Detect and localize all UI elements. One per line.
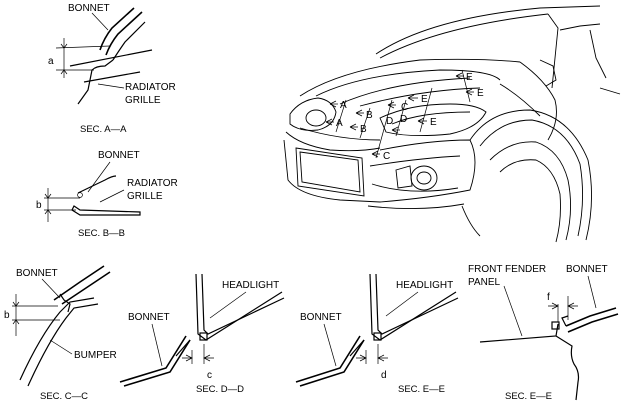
- bonnet-panel-ee: [295, 335, 361, 383]
- section-aa: BONNET a RADIATOR GRILLE SEC. A—A: [48, 3, 176, 135]
- radiator-grille-bb: [71, 205, 141, 216]
- headlight-leader-ee: [385, 291, 419, 317]
- headlight-right: [379, 103, 487, 137]
- callout-a-lower: A: [336, 118, 343, 129]
- radiator-label-aa: RADIATOR: [125, 82, 176, 93]
- callout-d-lower: D: [386, 116, 393, 127]
- bonnet-leader-ee: [323, 323, 337, 367]
- dim-a: a: [48, 56, 54, 67]
- grille-label-bb: GRILLE: [127, 191, 163, 202]
- front-wheel: [489, 141, 571, 241]
- front-fender-leader: [503, 285, 523, 337]
- section-title-cc: SEC. C—C: [40, 391, 88, 402]
- bonnet-leader-bb: [87, 161, 111, 193]
- headlight-label-dd: HEADLIGHT: [222, 280, 279, 291]
- bonnet-label-bb: BONNET: [98, 150, 140, 161]
- callout-c-lower: C: [383, 151, 390, 162]
- dim-c: c: [207, 370, 212, 381]
- headlight-label-ee: HEADLIGHT: [396, 280, 453, 291]
- bonnet-panel-cc: [53, 265, 105, 301]
- bonnet-panel-ee2: [565, 307, 617, 327]
- headlight-panel-ee: [369, 273, 457, 341]
- section-title-ee-second: SEC. E—E: [505, 391, 552, 402]
- bonnet-leader-dd: [151, 323, 163, 367]
- callout-e-4: E: [477, 88, 484, 99]
- grille-label-aa: GRILLE: [125, 95, 161, 106]
- callout-a-upper: A: [340, 100, 347, 111]
- front-fender-label-1: FRONT FENDER: [468, 264, 546, 275]
- bumper-cc: [19, 297, 95, 381]
- section-title-ee-first: SEC. E—E: [398, 384, 445, 395]
- callout-b-upper: B: [366, 110, 373, 121]
- bonnet-label-cc: BONNET: [16, 268, 58, 279]
- callout-d-upper: D: [400, 114, 407, 125]
- bonnet-label-dd: BONNET: [128, 312, 170, 323]
- callout-b-lower: B: [360, 124, 367, 135]
- headlight-left: [289, 97, 337, 131]
- section-ee-first: HEADLIGHT BONNET d SEC. E—E: [295, 273, 459, 395]
- section-title-aa: SEC. A—A: [80, 124, 127, 135]
- callout-e-1: E: [421, 94, 428, 105]
- section-title-dd: SEC. D—D: [196, 384, 244, 395]
- fog-lamp: [410, 165, 438, 191]
- section-dd: HEADLIGHT BONNET c SEC. D—D: [119, 273, 285, 395]
- bonnet-panel-bb: [77, 175, 117, 194]
- section-cc: BONNET b BUMPER SEC. C—C: [4, 265, 117, 402]
- dim-f: f: [547, 292, 550, 303]
- headlight-leader-dd: [209, 291, 247, 319]
- bonnet-leader-cc: [41, 278, 61, 299]
- bonnet-label-aa: BONNET: [68, 3, 110, 14]
- bonnet-panel-aa: [99, 7, 135, 51]
- front-fender-label-2: PANEL: [468, 277, 500, 288]
- bonnet-panel-dd: [119, 335, 187, 383]
- radiator-grille-aa: [77, 59, 114, 105]
- radiator-label-bb: RADIATOR: [127, 178, 178, 189]
- callout-e-3: E: [466, 72, 473, 83]
- bonnet-leader-aa: [91, 12, 109, 31]
- radiator-leader-bb: [99, 189, 125, 203]
- bumper-leader-cc: [49, 339, 73, 355]
- dim-b: b: [36, 200, 42, 211]
- dim-d: d: [381, 370, 387, 381]
- section-title-bb: SEC. B—B: [78, 228, 125, 239]
- dim-b-cc: b: [4, 310, 10, 321]
- bonnet-label-ee2: BONNET: [566, 264, 608, 275]
- license-plate: [295, 147, 365, 197]
- callout-c-upper: C: [401, 102, 408, 113]
- bumper-label-cc: BUMPER: [74, 350, 117, 361]
- wheel-arch: [469, 109, 592, 241]
- headlight-panel-dd: [195, 273, 283, 341]
- section-callouts: A A B B C C D D E E E E: [325, 69, 484, 162]
- vehicle-front-view: [283, 5, 621, 243]
- bonnet-leader-ee2: [587, 275, 597, 309]
- radiator-leader-aa: [97, 83, 125, 89]
- bonnet-outline: [299, 58, 521, 97]
- bonnet-label-ee: BONNET: [300, 312, 342, 323]
- callout-e-2: E: [430, 117, 437, 128]
- section-ee-second: FRONT FENDER PANEL BONNET f SEC. E—E: [468, 264, 619, 402]
- section-bb: BONNET RADIATOR GRILLE b SEC. B—B: [36, 150, 178, 239]
- bumper-outline: [283, 139, 381, 203]
